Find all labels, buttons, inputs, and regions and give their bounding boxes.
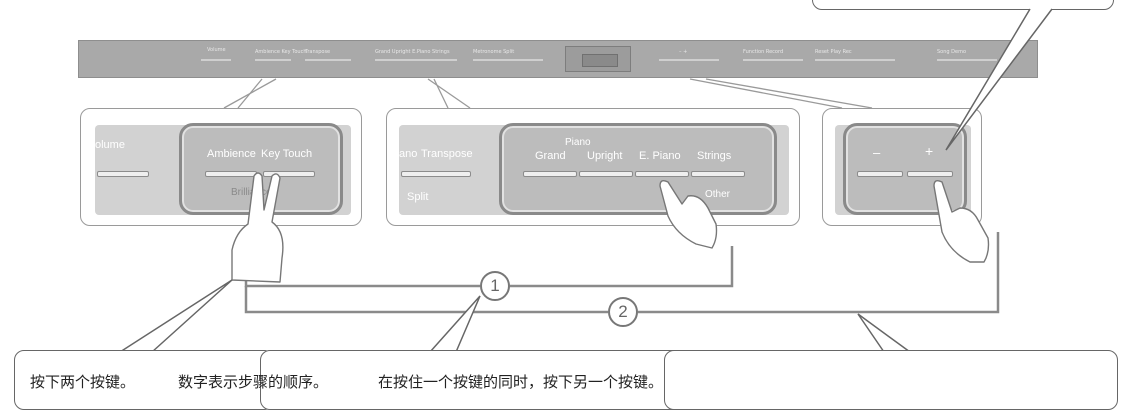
- caption-hold-press: 在按住一个按键的同时，按下另一个按键。: [378, 373, 664, 391]
- bracket-1-right: [510, 246, 734, 288]
- hand-e-piano: [659, 179, 718, 249]
- highlight-center: [499, 123, 777, 215]
- callout-pointer-1: [119, 279, 233, 353]
- transpose-label: Transpose: [421, 148, 473, 160]
- transpose-prefix-label: ano: [399, 148, 418, 160]
- zoom-panel-center: ano Transpose Split Piano Grand Upright …: [386, 108, 800, 226]
- split-label: Split: [407, 191, 429, 203]
- key-touch-button[interactable]: [263, 171, 315, 177]
- hand-two-fingers: [231, 172, 284, 283]
- volume-label: olume: [95, 139, 125, 151]
- transpose-button[interactable]: [401, 171, 471, 177]
- minus-label: –: [873, 145, 881, 160]
- callout-press-two: [14, 350, 274, 410]
- caption-step-order: 数字表示步骤的顺序。: [178, 373, 329, 391]
- piano-header-label: Piano: [565, 137, 591, 148]
- panel-display: [565, 46, 631, 72]
- upright-label: Upright: [587, 150, 623, 162]
- caption-press-two: 按下两个按键。: [30, 373, 136, 391]
- bracket-2-right: [638, 232, 1000, 314]
- other-label: Other: [705, 189, 731, 200]
- key-touch-label: Key Touch: [261, 148, 313, 160]
- volume-slider[interactable]: [97, 171, 149, 177]
- plus-button[interactable]: [907, 171, 953, 177]
- step-1-badge: 1: [480, 271, 510, 301]
- callout-pointer-3: [857, 313, 911, 353]
- top-callout-pointer: [945, 8, 1053, 151]
- minus-button[interactable]: [857, 171, 903, 177]
- upright-button[interactable]: [579, 171, 633, 177]
- bracket-2-left: [244, 286, 608, 314]
- instrument-panel-overview: Volume Ambience Key Touch Transpose Gran…: [78, 40, 1038, 78]
- callout-step-order: [260, 350, 684, 410]
- strings-button[interactable]: [691, 171, 745, 177]
- grand-button[interactable]: [523, 171, 577, 177]
- ambience-label: Ambience: [207, 148, 256, 160]
- e-piano-button[interactable]: [635, 171, 689, 177]
- plus-label: +: [925, 143, 934, 159]
- zoom-panel-left: olume Ambience Key Touch Brilliance: [80, 108, 362, 226]
- callout-hold-press: [664, 350, 1118, 410]
- hand-plus: [933, 179, 990, 263]
- callout-pointer-2: [429, 295, 481, 353]
- step-2-badge: 2: [608, 297, 638, 327]
- e-piano-label: E. Piano: [639, 150, 681, 162]
- strings-label: Strings: [697, 150, 732, 162]
- grand-label: Grand: [535, 150, 566, 162]
